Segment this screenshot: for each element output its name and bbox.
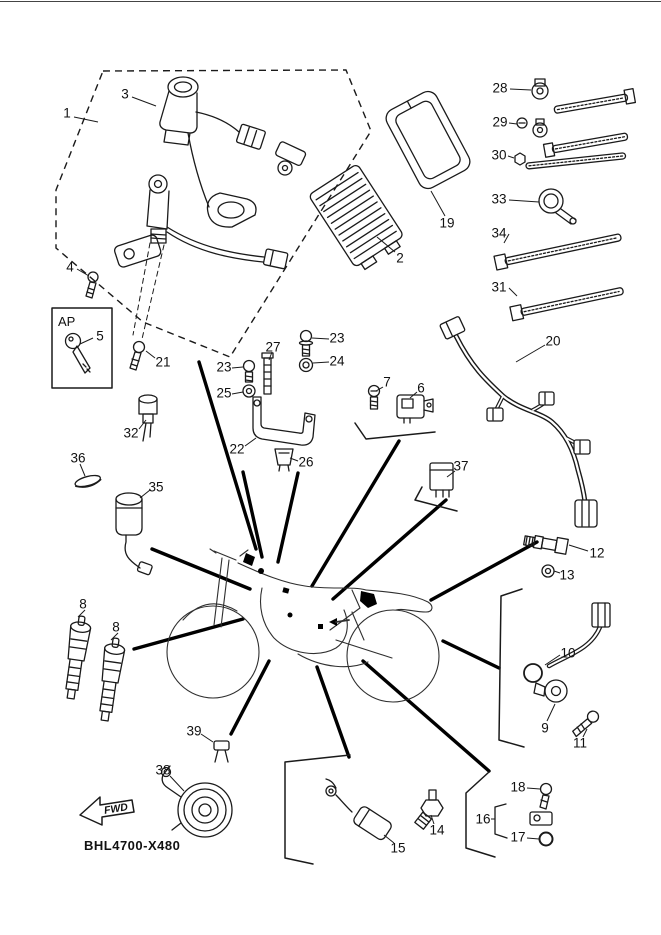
parts-art bbox=[51, 76, 637, 865]
part-6-bracket-line bbox=[354, 422, 436, 440]
ap-key-box bbox=[51, 307, 113, 389]
part-29-cable-tie bbox=[542, 132, 629, 158]
part-23-bolt-left bbox=[242, 359, 256, 383]
part-23-bolt-right bbox=[298, 329, 314, 357]
part-21-screw bbox=[129, 340, 146, 371]
part-31-cable-tie bbox=[509, 287, 624, 322]
part-26-clip bbox=[274, 448, 294, 472]
fwd-label: FWD bbox=[103, 801, 129, 817]
part-36-disc bbox=[74, 474, 102, 488]
part-7-screw bbox=[367, 384, 381, 410]
part-34-cable-tie bbox=[493, 233, 622, 271]
part-2-ecu bbox=[309, 164, 403, 271]
part-29-bolt-clamp bbox=[516, 117, 548, 138]
diagram-code: BHL4700-X480 bbox=[84, 838, 180, 853]
fwd-arrow bbox=[79, 796, 135, 826]
part-27-collar bbox=[261, 352, 274, 395]
part-13-washer bbox=[541, 564, 555, 578]
part-32-diode bbox=[138, 394, 158, 442]
part-8-ignition-coil-2 bbox=[94, 636, 127, 723]
ap-label: AP bbox=[58, 314, 75, 329]
part-6-sensor bbox=[396, 394, 434, 424]
part-24-washer bbox=[298, 357, 314, 373]
part-15-sensor-lead bbox=[325, 778, 392, 841]
part-28-clamp bbox=[531, 78, 549, 100]
part-8-ignition-coil-1 bbox=[60, 614, 93, 701]
thick-leader-lines bbox=[132, 360, 539, 773]
group-9-10-11 bbox=[498, 588, 611, 748]
part-33-band-clamp bbox=[538, 188, 577, 225]
part-28-cable-tie bbox=[553, 88, 637, 114]
part-22-bracket bbox=[252, 396, 316, 446]
part-4-screw bbox=[85, 271, 99, 299]
part-20-wire-harness bbox=[439, 316, 598, 528]
part-30-cable-tie bbox=[514, 152, 627, 170]
part-37-relay bbox=[414, 462, 458, 512]
group-14-15-bracket bbox=[284, 754, 351, 865]
part-35-switch bbox=[115, 492, 153, 576]
part-14-oil-pressure-switch bbox=[414, 789, 444, 830]
part-19-ecu-bracket bbox=[385, 90, 471, 190]
part-12-sensor bbox=[523, 535, 569, 555]
part-25-washer bbox=[242, 384, 256, 398]
motorcycle-silhouette bbox=[166, 548, 440, 703]
part-38-horn bbox=[160, 765, 233, 838]
part-3-main-switch-assembly bbox=[114, 76, 307, 340]
dashed-group-boundary bbox=[55, 69, 372, 358]
part-39-clip bbox=[213, 740, 230, 763]
callout-leader-lines bbox=[73, 88, 589, 844]
group-16-17-18 bbox=[465, 771, 554, 858]
